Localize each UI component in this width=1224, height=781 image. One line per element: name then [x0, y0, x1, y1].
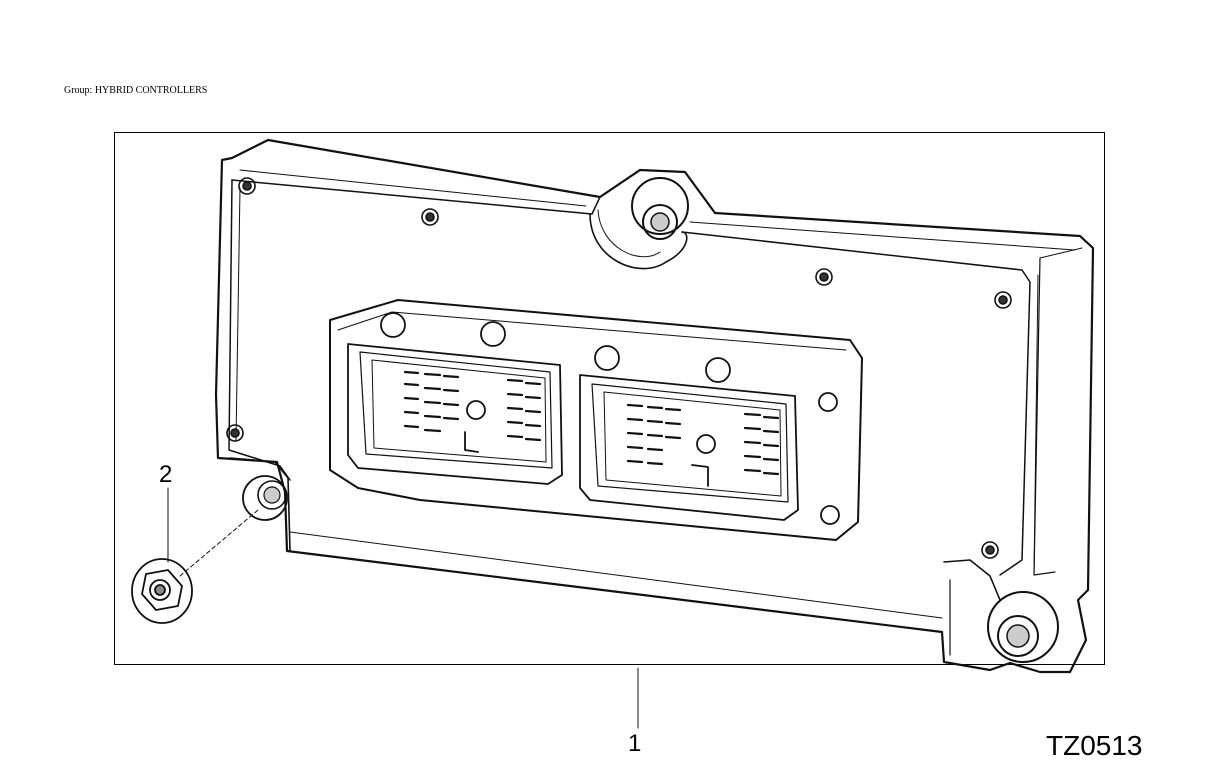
lid-screws	[226, 177, 1012, 559]
left-connector	[347, 312, 563, 485]
lid-edge	[231, 179, 601, 215]
left-mount-boss	[242, 475, 288, 521]
mounting-nut	[131, 558, 193, 624]
callout-2: 2	[159, 461, 173, 488]
group-label: Group: HYBRID CONTROLLERS	[64, 85, 208, 96]
bottom-right-mount-boss	[987, 591, 1059, 663]
right-connector	[579, 345, 840, 525]
figure-frame	[114, 132, 1105, 665]
top-mount-boss	[631, 177, 689, 235]
callout-1: 1	[628, 730, 642, 757]
assembly-leader	[179, 509, 259, 577]
figure-id: TZ0513	[1046, 730, 1143, 761]
connector-bezel	[329, 299, 863, 541]
